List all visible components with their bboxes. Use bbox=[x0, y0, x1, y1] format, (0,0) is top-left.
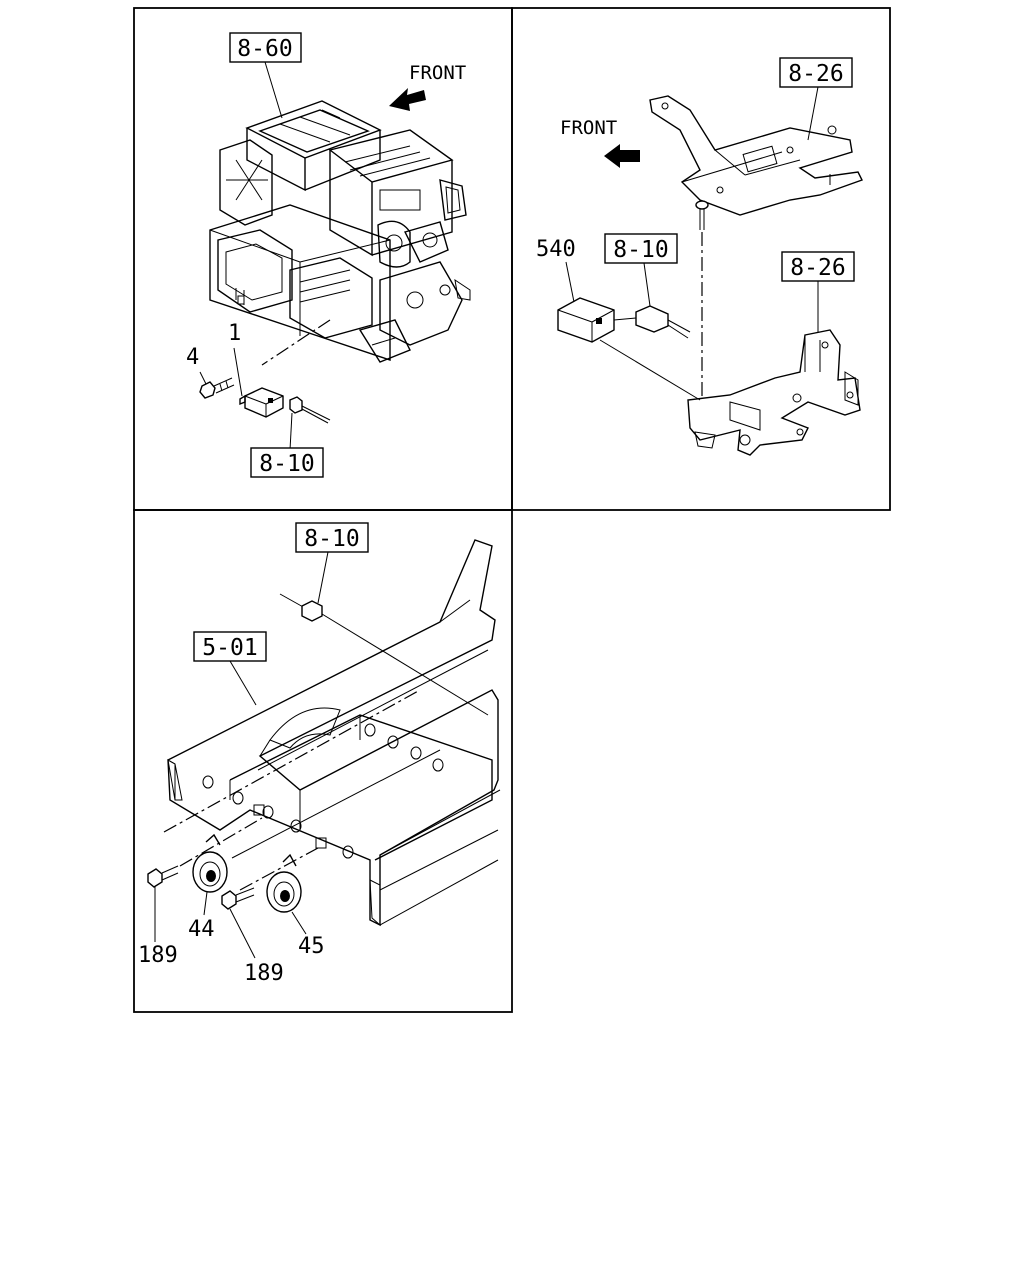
callout-1: 1 bbox=[228, 321, 241, 346]
screw-icon bbox=[695, 200, 709, 230]
mounting-guide-line bbox=[231, 749, 441, 859]
callout-189-right: 189 bbox=[244, 961, 284, 986]
chassis-frame-illustration bbox=[167, 539, 501, 927]
callout-44: 44 bbox=[188, 917, 215, 942]
leader-line bbox=[289, 412, 293, 451]
callout-45: 45 bbox=[298, 934, 325, 959]
harness-connector bbox=[279, 593, 323, 622]
ref-box-5-01[interactable]: 5-01 bbox=[193, 631, 267, 662]
leader-line bbox=[203, 891, 208, 916]
mounting-guide-line bbox=[239, 847, 319, 891]
leader-line bbox=[317, 551, 329, 604]
mounting-guide-line bbox=[321, 613, 489, 716]
relay-part-540[interactable] bbox=[557, 297, 615, 343]
ref-box-8-10-top[interactable]: 8-10 bbox=[295, 522, 369, 553]
ref-box-8-26-top[interactable]: 8-26 bbox=[779, 57, 853, 88]
ref-box-8-60[interactable]: 8-60 bbox=[229, 32, 302, 63]
leader-line bbox=[565, 261, 575, 303]
panel-top-right: 8-26 FRONT bbox=[536, 57, 863, 456]
ref-box-8-10-connector[interactable]: 8-10 bbox=[604, 233, 678, 264]
bolt-part-4[interactable] bbox=[199, 377, 235, 399]
harness-connector bbox=[289, 396, 331, 424]
leader-line bbox=[643, 262, 651, 307]
leader-line bbox=[807, 86, 819, 141]
callout-540: 540 bbox=[536, 237, 576, 262]
upper-bracket-illustration bbox=[649, 95, 863, 216]
mounting-guide-line bbox=[261, 319, 331, 366]
front-label: FRONT bbox=[409, 62, 466, 84]
ref-box-label: 8-10 bbox=[613, 237, 668, 263]
front-arrow-icon bbox=[389, 88, 426, 111]
front-label: FRONT bbox=[560, 117, 617, 139]
horn-part-45[interactable] bbox=[266, 853, 302, 913]
leader-line bbox=[291, 911, 307, 935]
bolt-part-189-right[interactable] bbox=[221, 887, 255, 910]
ref-box-label: 8-26 bbox=[790, 255, 845, 281]
panel-top-left: 8-60 FRONT bbox=[186, 32, 471, 478]
mounting-guide-line bbox=[599, 339, 701, 401]
ref-box-8-26-bracket[interactable]: 8-26 bbox=[781, 251, 855, 282]
heater-unit-illustration bbox=[209, 100, 471, 363]
mounting-guide-line bbox=[163, 689, 421, 833]
ref-box-label: 8-10 bbox=[304, 526, 359, 552]
horn-part-44[interactable] bbox=[192, 833, 228, 893]
leader-line bbox=[229, 660, 257, 706]
leader-line bbox=[613, 317, 637, 321]
panel-grid bbox=[133, 7, 891, 1013]
front-arrow-icon bbox=[604, 144, 640, 168]
bolt-part-189-left[interactable] bbox=[147, 865, 179, 888]
mounting-guide-line bbox=[179, 817, 263, 867]
leader-line bbox=[264, 61, 283, 119]
harness-connector bbox=[635, 305, 691, 339]
relay-part-1[interactable] bbox=[239, 387, 284, 418]
ref-box-label: 5-01 bbox=[202, 635, 257, 661]
lower-bracket-illustration bbox=[687, 329, 861, 456]
leader-line bbox=[233, 347, 243, 397]
leader-line bbox=[199, 371, 207, 385]
ref-box-label: 8-26 bbox=[788, 61, 843, 87]
callout-4: 4 bbox=[186, 345, 199, 370]
panel-bottom-left: 8-10 5-01 bbox=[138, 522, 501, 986]
leader-line bbox=[229, 908, 256, 959]
callout-189-left: 189 bbox=[138, 943, 178, 968]
ref-box-8-10[interactable]: 8-10 bbox=[250, 447, 324, 478]
ref-box-label: 8-10 bbox=[259, 451, 314, 477]
ref-box-label: 8-60 bbox=[237, 36, 292, 62]
